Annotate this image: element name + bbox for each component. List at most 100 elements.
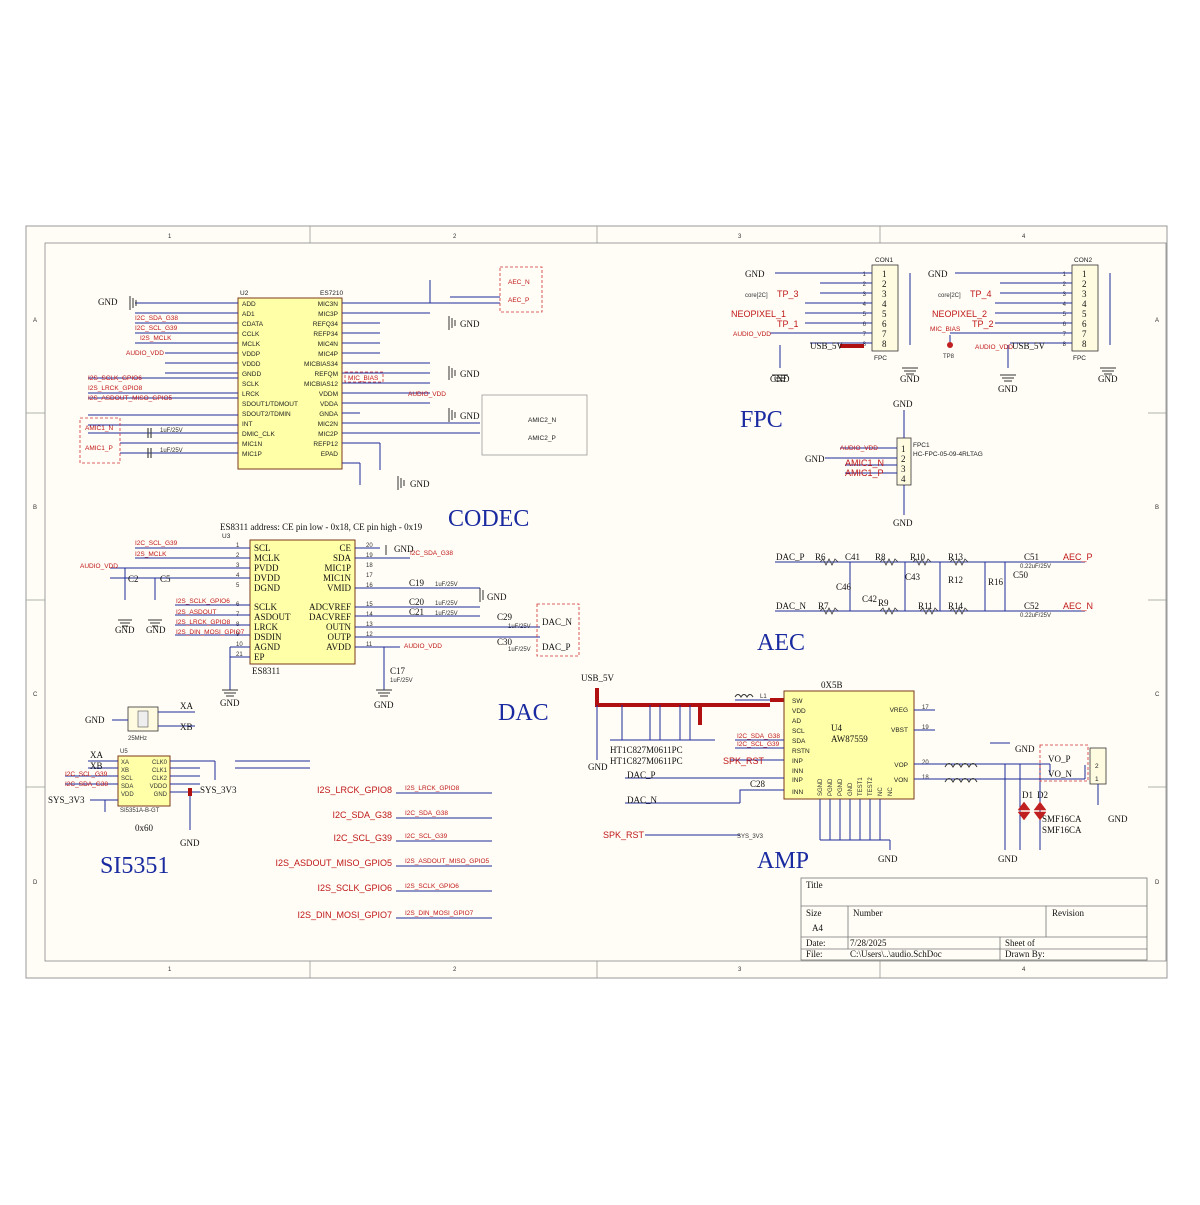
codec-net-vdd: AUDIO_VDD — [126, 350, 164, 357]
dac-right-num-6: 14 — [366, 612, 373, 618]
es7210-chip — [237, 297, 343, 470]
aec-part-5: C51 — [1024, 552, 1039, 562]
amp-net-sda: I2C_SDA_G38 — [737, 733, 780, 740]
codec-rp-10: VDDA — [320, 401, 339, 408]
amp-bottom-pin-4: TEST1 — [858, 777, 864, 796]
codec-lp-4: MCLK — [242, 341, 261, 348]
con1-pinnum-5: 6 — [863, 322, 867, 328]
grid-col-bottom-3: 4 — [1022, 967, 1026, 973]
aw87559-chip — [783, 690, 915, 800]
dac-c29: C29 — [497, 612, 513, 622]
codec-net-sclk: I2S_SCLK_GPIO6 — [88, 375, 142, 382]
amp-lp-4: SDA — [792, 738, 806, 745]
codec-net-asdout: I2S_ASDOUT_MISO_GPIO5 — [88, 395, 173, 402]
codec-gnd-label: GND — [98, 297, 118, 307]
tb-date: Date: — [806, 938, 826, 948]
codec-lp-13: DMIC_CLK — [242, 431, 276, 438]
dac-right-pin-0: CE — [339, 543, 351, 553]
codec-net-mclk: I2S_MCLK — [140, 335, 172, 342]
con2-pinnum-7: 8 — [1063, 342, 1067, 348]
con1-type: FPC — [874, 355, 887, 362]
net-list-right-2: I2C_SCL_G39 — [405, 833, 448, 840]
net-list-left-0: I2S_LRCK_GPIO8 — [317, 785, 392, 795]
con2-pinnum-4: 5 — [1063, 312, 1067, 318]
aec-part-10: C50 — [1013, 570, 1029, 580]
aec-resistor-3 — [949, 558, 969, 566]
dac-net-asdout: I2S_ASDOUT — [176, 609, 216, 616]
si-rp-0: CLK0 — [152, 760, 168, 766]
xtal-inner — [137, 710, 149, 728]
net-list-left-2: I2C_SCL_G39 — [333, 833, 392, 843]
dac-gnd-symbols — [118, 545, 484, 697]
dac-left-num-0: 1 — [236, 543, 240, 549]
codec-rp-1: MIC3P — [318, 311, 338, 318]
con2-gnd-label: GND — [928, 269, 948, 279]
codec-rp-15: EPAD — [321, 451, 339, 458]
con2-pinnum-5: 6 — [1063, 322, 1067, 328]
aec-resistor-6 — [919, 607, 939, 615]
dac-right-pin-1: SDA — [333, 553, 352, 563]
con1-pinnum-2: 3 — [863, 292, 867, 298]
amp-tvs-a: SMF16CA — [1042, 814, 1082, 824]
amp-usb: USB_5V — [581, 673, 615, 683]
dac-c19: C19 — [409, 578, 425, 588]
con1-usb: USB_5V — [810, 341, 844, 351]
es7210-ref: U2 — [240, 290, 249, 297]
fpc1-part: HC-FPC-05-09-4RLTAG — [913, 451, 983, 458]
con2-pinlbl-6: 7 — [1082, 329, 1087, 339]
con2-pinlbl-3: 4 — [1082, 299, 1087, 309]
amp-inn-pin: INN — [792, 789, 804, 796]
dac-left-pin-2: PVDD — [254, 563, 279, 573]
dac-net-lrck: I2S_LRCK_GPIO8 — [176, 619, 231, 626]
con2-body — [1071, 264, 1099, 352]
dac-right-num-5: 15 — [366, 602, 373, 608]
vo-flag-box — [1039, 744, 1089, 782]
dac-net-scl: I2C_SCL_G39 — [135, 540, 178, 547]
dac-wires — [110, 547, 540, 690]
amp-right-num-3: 18 — [922, 775, 929, 781]
con2-pinnum-2: 3 — [1063, 292, 1067, 298]
amp-gnd-bottom-2: GND — [998, 854, 1018, 864]
amp-addr: 0X5B — [821, 680, 843, 690]
amp-lp-5: RSTN — [792, 748, 810, 755]
dac-left-pin-10: EP — [254, 652, 265, 662]
fpc-section-title: FPC — [740, 407, 783, 433]
amp-lp-7: INN — [792, 768, 804, 775]
con1-audio-vdd: AUDIO_VDD — [733, 331, 771, 338]
dac-net-dac-p: DAC_P — [542, 642, 571, 652]
amp-bottom-pin-5: TEST2 — [868, 777, 874, 796]
con1-pinlbl-1: 2 — [882, 279, 887, 289]
amp-net-vo-p: VO_P — [1048, 754, 1071, 764]
dac-right-pin-4: VMID — [327, 583, 351, 593]
aec-in-n: DAC_N — [776, 601, 807, 611]
dac-left-num-2: 3 — [236, 563, 240, 569]
dac-right-pin-8: OUTP — [327, 632, 351, 642]
xtal-wires — [112, 711, 195, 727]
es8311-chip — [249, 539, 356, 665]
con2-core-label: core[2C] — [938, 293, 961, 299]
amp-inductor — [734, 694, 754, 698]
con1-pinlbl-7: 8 — [882, 339, 887, 349]
aec-out-n: AEC_N — [1063, 601, 1093, 611]
amp-net-scl: I2C_SCL_G39 — [737, 741, 780, 748]
codec-cap-label-1: 1uF/25V — [160, 428, 183, 434]
fpc1-gnd-top: GND — [893, 399, 913, 409]
es7210-part: ES7210 — [320, 290, 344, 297]
tb-size-val: A4 — [812, 923, 823, 933]
con2-pinlbl-4: 5 — [1082, 309, 1087, 319]
amp-gnd-bottom: GND — [878, 854, 898, 864]
si5351-block: 25MHz GND XA XB U5 SI5351A-B-GT XAXBSCLS… — [48, 701, 310, 879]
amp-lp-1: VDD — [792, 708, 806, 715]
amic1-flag-box — [79, 417, 121, 464]
dac-right-num-0: 20 — [366, 543, 373, 549]
con1-pinlbl-6: 7 — [882, 329, 887, 339]
con1-gnd-label: GND — [745, 269, 765, 279]
amp-lp-6: INP — [792, 758, 803, 765]
codec-left-wires — [88, 302, 238, 454]
tb-drawn: Drawn By: — [1005, 949, 1045, 959]
con2-pinnum-6: 7 — [1063, 332, 1067, 338]
